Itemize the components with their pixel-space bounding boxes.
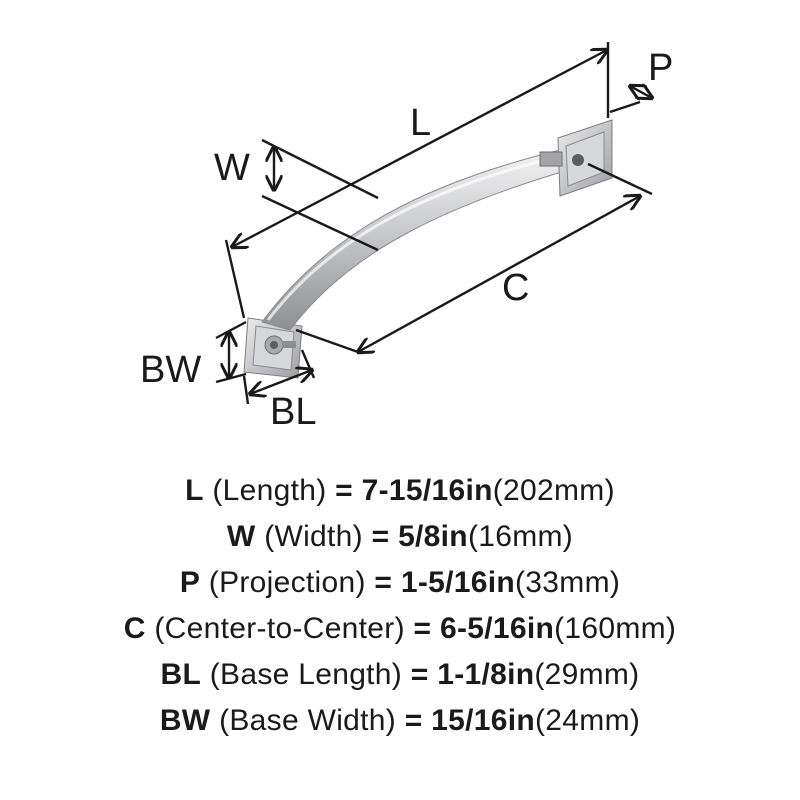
spec-row-projection: P (Projection) = 1-5/16in(33mm) [0,560,800,606]
label-BW: BW [140,349,201,391]
spec-name: (Projection) [208,566,366,599]
spec-row-length: L (Length) = 7-15/16in(202mm) [0,468,800,514]
dimension-specs-list: L (Length) = 7-15/16in(202mm) W (Width) … [0,468,800,744]
spec-code: BW [159,704,211,737]
spec-imperial: 1-1/8in [437,658,535,691]
spec-imperial: 6-5/16in [439,612,555,645]
left-base-plate [243,317,303,379]
spec-imperial: 1-5/16in [400,566,516,599]
label-W: W [214,147,250,189]
spec-metric: (160mm) [554,612,677,645]
spec-metric: (24mm) [535,704,641,737]
spec-metric: (16mm) [467,520,574,553]
label-P: P [648,47,673,89]
spec-name: (Length) [212,474,327,507]
spec-imperial: 15/16in [431,704,536,737]
dim-line-C [358,196,640,352]
dim-line-BL [250,370,312,394]
spec-code: BL [160,658,202,691]
spec-metric: (33mm) [515,566,621,599]
spec-imperial: 7-15/16in [361,474,493,507]
spec-row-center-to-center: C (Center-to-Center) = 6-5/16in(160mm) [0,606,800,652]
spec-equals: = [335,474,353,507]
label-C: C [502,267,529,309]
spec-code: C [123,612,146,645]
spec-equals: = [371,520,390,553]
spec-name: (Width) [264,520,363,553]
spec-row-base-length: BL (Base Length) = 1-1/8in(29mm) [0,652,800,698]
spec-equals: = [374,566,393,599]
right-base-plate [539,119,613,197]
dimension-lines [215,42,652,405]
label-BL: BL [270,391,316,433]
spec-code: P [179,566,201,599]
spec-code: L [185,474,204,507]
spec-imperial: 5/8in [398,520,468,553]
spec-equals: = [410,658,429,691]
label-L: L [410,102,431,144]
spec-name: (Base Length) [209,658,403,691]
dim-line-P [630,86,652,98]
spec-row-base-width: BW (Base Width) = 15/16in(24mm) [0,698,800,744]
dimension-diagram: L W P C BW BL [140,42,673,433]
spec-name: (Center-to-Center) [154,612,405,645]
spec-equals: = [413,612,432,645]
spec-metric: (202mm) [492,474,615,507]
spec-equals: = [404,704,423,737]
spec-metric: (29mm) [534,658,640,691]
spec-row-width: W (Width) = 5/8in(16mm) [0,514,800,560]
spec-name: (Base Width) [219,704,397,737]
dim-line-L [232,50,607,247]
spec-code: W [226,520,256,553]
